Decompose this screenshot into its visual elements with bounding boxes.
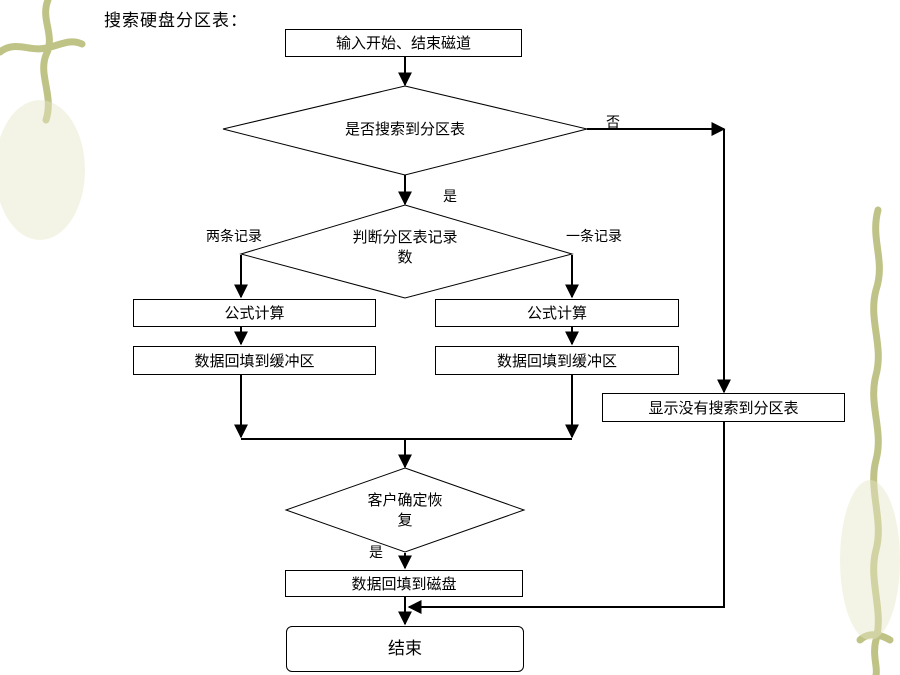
search-decision-label: 是否搜索到分区表 bbox=[344, 119, 465, 138]
count-decision-line1: 判断分区表记录 bbox=[352, 227, 458, 246]
fill-buffer-right-box: 数据回填到缓冲区 bbox=[435, 346, 679, 375]
page-title: 搜索硬盘分区表： bbox=[104, 11, 248, 31]
count-decision-label: 判断分区表记录 数 bbox=[300, 222, 510, 272]
confirm-decision-line2: 复 bbox=[397, 511, 413, 529]
edge-label-no: 否 bbox=[606, 115, 620, 131]
right-vine-branch bbox=[856, 631, 894, 644]
calc-right-box: 公式计算 bbox=[435, 299, 679, 327]
count-decision-diamond bbox=[239, 204, 574, 299]
edge-label-two-records: 两条记录 bbox=[206, 229, 262, 245]
not-found-box: 显示没有搜索到分区表 bbox=[602, 393, 845, 422]
decorative-leaves bbox=[0, 100, 900, 640]
count-decision-line2: 数 bbox=[397, 248, 413, 266]
input-tracks-box: 输入开始、结束磁道 bbox=[285, 29, 522, 57]
calc-left-box: 公式计算 bbox=[133, 299, 376, 327]
arrow-not-found-to-end bbox=[407, 422, 725, 614]
edge-label-yes-search: 是 bbox=[443, 189, 457, 205]
confirm-decision-label: 客户确定恢 复 bbox=[320, 486, 490, 534]
left-vine-branch bbox=[0, 38, 86, 56]
edge-label-yes-confirm: 是 bbox=[369, 545, 383, 561]
edge-label-one-record: 一条记录 bbox=[566, 229, 622, 245]
fill-buffer-left-box: 数据回填到缓冲区 bbox=[133, 346, 376, 375]
confirm-decision-diamond bbox=[284, 467, 526, 553]
left-vine bbox=[40, 0, 53, 124]
write-disk-box: 数据回填到磁盘 bbox=[285, 570, 523, 597]
confirm-decision-line1: 客户确定恢 bbox=[367, 490, 443, 509]
search-decision-diamond bbox=[222, 85, 588, 176]
end-terminal: 结束 bbox=[286, 626, 524, 672]
